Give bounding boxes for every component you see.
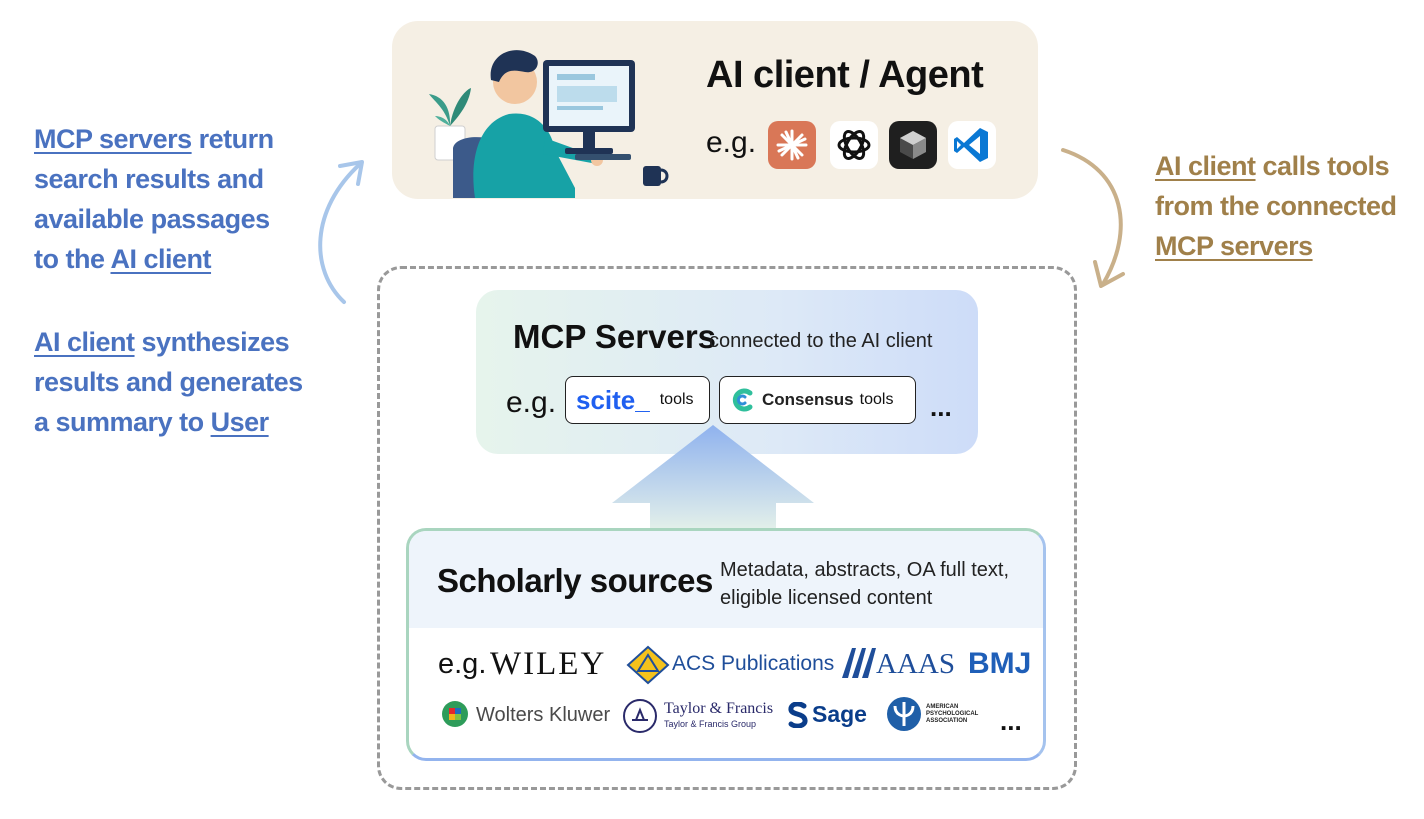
taylor-francis-emblem-icon <box>623 699 657 733</box>
data-flow-up-arrow <box>612 425 814 533</box>
left-note-synthesize: AI client synthesizes results and genera… <box>34 327 303 437</box>
return-arrow <box>318 160 364 304</box>
mcp-servers-link: MCP servers <box>1155 231 1313 261</box>
mcp-subtitle: connected to the AI client <box>709 330 933 352</box>
ai-client-link: AI client <box>34 327 135 357</box>
scholarly-eg-label: e.g. <box>438 648 487 680</box>
acs-logo: ACS Publications <box>672 652 835 675</box>
aaas-emblem-icon <box>842 648 876 678</box>
cursor-icon <box>889 121 937 169</box>
bmj-logo: BMJ <box>968 647 1032 680</box>
scholarly-subtitle: Metadata, abstracts, OA full text, eligi… <box>720 559 1010 609</box>
mcp-eg-label: e.g. <box>506 386 557 419</box>
right-note: AI client calls tools from the connected… <box>1155 151 1397 261</box>
apa-emblem-icon <box>887 697 921 731</box>
client-title: AI client / Agent <box>706 54 984 96</box>
scite-server-pill: scite_ tools <box>565 376 710 424</box>
mcp-servers-link: MCP servers <box>34 124 192 154</box>
consensus-server-pill: Consensus tools <box>719 376 916 424</box>
left-note-return: MCP servers return search results and av… <box>34 124 274 274</box>
acs-emblem-icon <box>626 645 670 685</box>
wolters-kluwer-emblem-icon <box>442 701 468 727</box>
scite-logo: scite_ <box>576 384 650 415</box>
taylor-francis-group-label: Taylor & Francis Group <box>664 719 757 729</box>
mcp-servers-box <box>476 290 978 454</box>
taylor-francis-logo: Taylor & Francis <box>664 700 774 717</box>
wiley-logo: WILEY <box>490 646 607 682</box>
scholarly-header-band <box>409 531 1043 628</box>
apa-logo: AMERICAN PSYCHOLOGICAL ASSOCIATION <box>926 704 979 724</box>
publishers-more: ... <box>1000 706 1022 736</box>
claude-icon <box>768 121 816 169</box>
user-link: User <box>210 407 270 437</box>
vscode-icon <box>948 121 996 169</box>
ai-client-link: AI client <box>110 244 212 274</box>
consensus-logo: Consensus <box>762 390 854 409</box>
openai-icon <box>830 121 878 169</box>
user-at-computer-illustration <box>429 50 669 198</box>
ai-client-link: AI client <box>1155 151 1256 181</box>
client-eg-label: e.g. <box>706 126 757 159</box>
scholarly-title: Scholarly sources <box>437 562 713 599</box>
call-arrow <box>1061 148 1125 288</box>
consensus-icon <box>732 388 753 412</box>
sage-logo: Sage <box>812 701 867 727</box>
scite-tools-label: tools <box>659 391 694 408</box>
wolters-kluwer-logo: Wolters Kluwer <box>476 704 611 726</box>
mcp-more: ... <box>930 392 952 422</box>
mcp-integration-region <box>377 266 1077 790</box>
aaas-logo: AAAS <box>876 648 955 680</box>
scholarly-sources-box <box>406 528 1046 761</box>
consensus-tools-label: tools <box>859 391 894 408</box>
mcp-title: MCP Servers <box>513 318 717 355</box>
sage-emblem-icon <box>788 702 808 728</box>
